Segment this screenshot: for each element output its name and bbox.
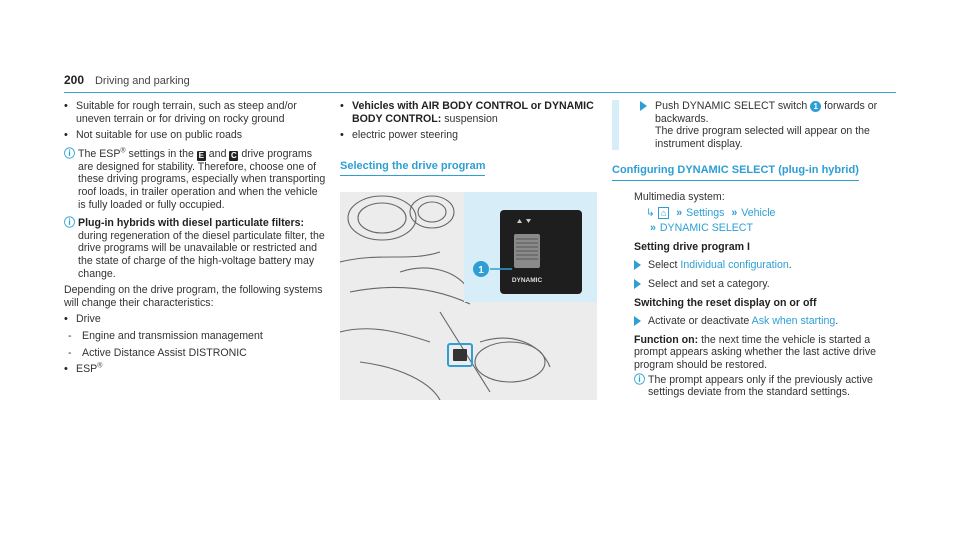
list-item: ESP®: [64, 363, 328, 376]
vehicle-link[interactable]: Vehicle: [741, 206, 776, 219]
left-column: Suitable for rough terrain, such as stee…: [64, 100, 328, 380]
middle-column: Vehicles with AIR BODY CONTROL or DYNAMI…: [340, 100, 600, 177]
prompt-note: ⓘ The prompt appears only if the previou…: [634, 373, 873, 399]
chevron-icon: »: [731, 206, 738, 219]
paragraph: Depending on the drive program, the foll…: [64, 284, 323, 309]
step-arrow-icon: [634, 260, 641, 271]
return-arrow-icon: ↳: [646, 206, 655, 219]
sub-list-item: Active Distance Assist DISTRONIC: [64, 347, 328, 360]
right-column: Push DYNAMIC SELECT switch 1 forwards or…: [612, 100, 882, 403]
callout-number: 1: [478, 265, 484, 276]
page-number: 200: [64, 73, 85, 87]
menu-path: ↳ ⌂ »Settings »Vehicle: [612, 206, 882, 220]
subheading: Setting drive program I: [634, 240, 750, 253]
multimedia-label: Multimedia system:: [634, 190, 725, 203]
chevron-icon: »: [650, 222, 656, 235]
list-item: Vehicles with AIR BODY CONTROL or DYNAMI…: [340, 100, 600, 125]
ask-when-starting-link[interactable]: Ask when starting: [751, 315, 836, 328]
info-icon: ⓘ: [634, 373, 645, 386]
category-step: Select and set a category.: [612, 278, 882, 291]
list-item: Drive: [64, 313, 328, 326]
activate-step: Activate or deactivate Ask when starting…: [612, 315, 882, 328]
subheading: Switching the reset display on or off: [634, 296, 817, 309]
settings-link[interactable]: Settings: [686, 206, 725, 219]
list-item: Not suitable for use on public roads: [64, 129, 328, 142]
push-switch-step: Push DYNAMIC SELECT switch 1 forwards or…: [612, 100, 882, 151]
section-title: Selecting the drive program: [340, 160, 486, 177]
dynamic-select-link[interactable]: DYNAMIC SELECT: [659, 222, 753, 235]
chevron-icon: »: [676, 206, 683, 219]
step-arrow-icon: [640, 101, 647, 111]
select-step: Select Individual configuration.: [612, 259, 882, 272]
console-figure: 1 DYNAMIC: [339, 192, 597, 401]
dynamic-switch-label: DYNAMIC: [512, 277, 543, 284]
list-item: electric power steering: [340, 129, 600, 142]
step-arrow-icon: [634, 278, 641, 289]
e-key-icon: E: [196, 150, 206, 161]
c-key-icon: C: [229, 150, 239, 161]
callout-number: 1: [810, 101, 822, 112]
sub-list-item: Engine and transmission management: [64, 330, 328, 343]
section-name: Driving and parking: [94, 75, 190, 87]
function-on-text: Function on: the next time the vehicle i…: [634, 333, 877, 371]
info-icon: ⓘ: [64, 147, 75, 160]
page-header: 200 Driving and parking: [64, 74, 896, 93]
info-icon: ⓘ: [64, 217, 75, 230]
individual-configuration-link[interactable]: Individual configuration: [680, 259, 789, 272]
center-console-illustration: 1 DYNAMIC: [339, 192, 597, 401]
step-arrow-icon: [634, 316, 641, 327]
home-icon[interactable]: ⌂: [657, 206, 670, 219]
list-item: Suitable for rough terrain, such as stee…: [64, 100, 328, 125]
esp-note: ⓘ The ESP® settings in the E and C drive…: [64, 147, 326, 211]
section-title: Configuring DYNAMIC SELECT (plug-in hybr…: [612, 164, 859, 181]
hybrid-note: ⓘ Plug-in hybrids with diesel particulat…: [64, 217, 325, 280]
